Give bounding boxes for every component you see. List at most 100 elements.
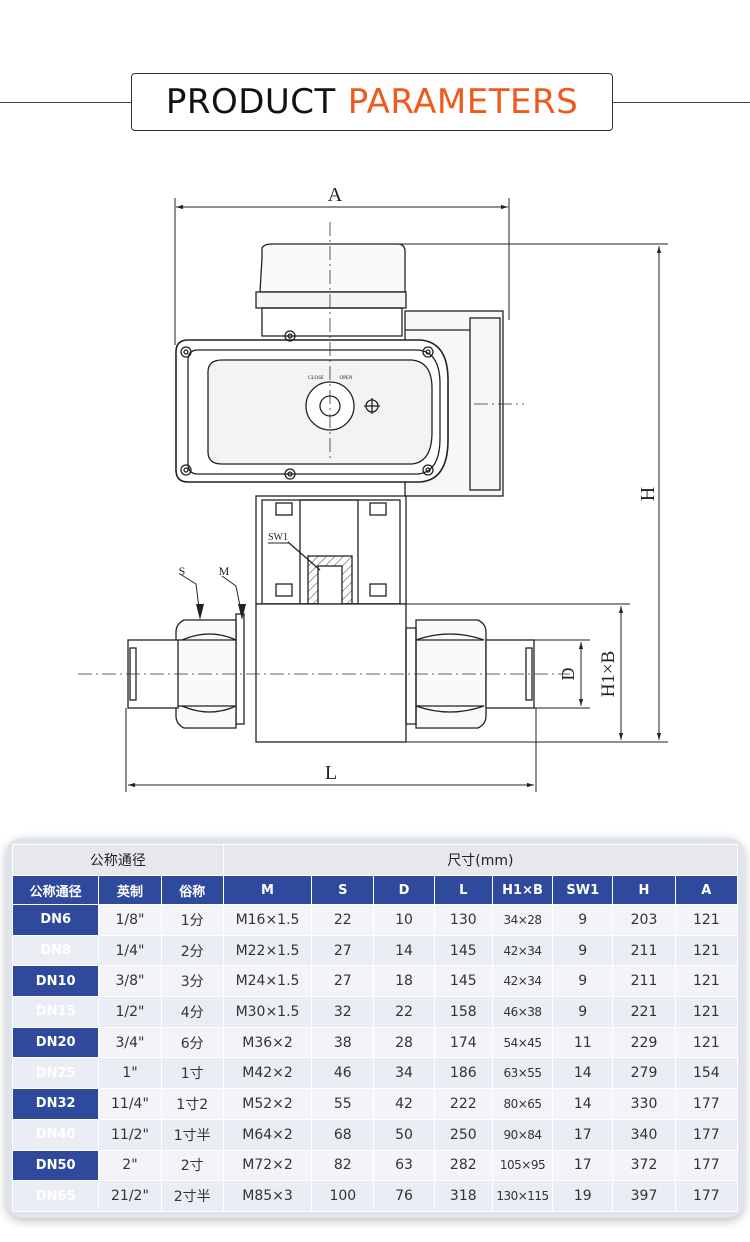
cell-s: 22	[311, 904, 375, 936]
cell-common: 6分	[160, 1026, 224, 1059]
cell-common: 3分	[160, 965, 224, 998]
cell-m: M30×1.5	[222, 996, 313, 1028]
col-header-sw1: SW1	[552, 875, 614, 905]
cell-m: M16×1.5	[222, 904, 313, 936]
cell-d: 50	[373, 1118, 435, 1151]
cell-d: 14	[373, 934, 435, 967]
cell-common: 1寸	[160, 1057, 224, 1090]
cell-common: 1寸2	[160, 1088, 224, 1120]
cell-h1b: 54×45	[491, 1026, 554, 1059]
cell-imperial: 1/4"	[98, 934, 162, 967]
cell-imperial: 2"	[98, 1149, 162, 1182]
cell-sw1: 9	[552, 996, 614, 1028]
col-header-s: S	[311, 875, 375, 905]
cell-common: 4分	[160, 996, 224, 1028]
cell-h1b: 42×34	[491, 934, 554, 967]
cell-sw1: 14	[552, 1057, 614, 1090]
cell-s: 32	[311, 996, 375, 1028]
cell-nominal: DN32	[11, 1088, 100, 1120]
cell-m: M24×1.5	[222, 965, 313, 998]
cell-imperial: 3/8"	[98, 965, 162, 998]
cell-s: 27	[311, 965, 375, 998]
cell-m: M22×1.5	[222, 934, 313, 967]
cell-s: 55	[311, 1088, 375, 1120]
cell-l: 145	[433, 934, 493, 967]
cell-sw1: 9	[552, 965, 614, 998]
cell-l: 318	[433, 1180, 493, 1212]
cell-d: 18	[373, 965, 435, 998]
cell-nominal: DN6	[11, 904, 100, 936]
cell-a: 177	[674, 1118, 739, 1151]
cell-sw1: 19	[552, 1180, 614, 1212]
cell-h: 330	[612, 1088, 676, 1120]
cell-h: 397	[612, 1180, 676, 1212]
group-header-nominal: 公称通径	[12, 844, 224, 876]
cell-nominal: DN25	[11, 1057, 100, 1090]
cell-imperial: 11/2"	[98, 1118, 162, 1151]
cell-sw1: 9	[552, 904, 614, 936]
cell-d: 42	[373, 1088, 435, 1120]
dim-label-a: A	[328, 184, 343, 206]
parameter-table-panel: 公称通径 尺寸(mm) 公称通径 英制 俗称 M S D L H1×B SW1 …	[6, 838, 744, 1218]
cell-d: 10	[373, 904, 435, 936]
cell-h: 211	[612, 965, 676, 998]
cell-a: 121	[674, 996, 739, 1028]
col-header-a: A	[674, 875, 739, 905]
cell-nominal: DN10	[11, 965, 100, 998]
col-header-nominal: 公称通径	[11, 875, 100, 905]
title-part-2: PARAMETERS	[347, 82, 579, 122]
cell-d: 22	[373, 996, 435, 1028]
cell-a: 177	[674, 1180, 739, 1212]
cell-h: 229	[612, 1026, 676, 1059]
cell-m: M64×2	[222, 1118, 313, 1151]
cell-s: 38	[311, 1026, 375, 1059]
cell-d: 34	[373, 1057, 435, 1090]
cell-imperial: 21/2"	[98, 1180, 162, 1212]
cell-nominal: DN50	[11, 1149, 100, 1182]
cell-s: 27	[311, 934, 375, 967]
cell-h1b: 130×115	[491, 1180, 554, 1212]
cell-s: 100	[311, 1180, 375, 1212]
col-header-h: H	[612, 875, 676, 905]
cell-a: 177	[674, 1088, 739, 1120]
valve-technical-drawing: A H H1×B D L S M SW1 CLOSE OPEN	[78, 184, 668, 792]
cell-d: 63	[373, 1149, 435, 1182]
col-header-d: D	[373, 875, 435, 905]
dim-label-s: S	[179, 564, 186, 578]
cell-h1b: 90×84	[491, 1118, 554, 1151]
cell-a: 121	[674, 904, 739, 936]
cell-m: M42×2	[222, 1057, 313, 1090]
dim-label-d: D	[558, 668, 578, 681]
cell-h: 372	[612, 1149, 676, 1182]
cell-a: 121	[674, 934, 739, 967]
cell-nominal: DN15	[11, 996, 100, 1028]
indicator-label-close: CLOSE	[308, 376, 324, 381]
group-header-size: 尺寸(mm)	[222, 844, 739, 876]
cell-h1b: 80×65	[491, 1088, 554, 1120]
col-header-common: 俗称	[160, 875, 224, 905]
cell-m: M52×2	[222, 1088, 313, 1120]
cell-h1b: 105×95	[491, 1149, 554, 1182]
dim-label-m: M	[219, 564, 230, 578]
cell-d: 28	[373, 1026, 435, 1059]
cell-m: M36×2	[222, 1026, 313, 1059]
cell-h1b: 42×34	[491, 965, 554, 998]
cell-common: 1分	[160, 904, 224, 936]
cell-imperial: 11/4"	[98, 1088, 162, 1120]
cell-nominal: DN8	[11, 934, 100, 967]
cell-a: 121	[674, 965, 739, 998]
cell-common: 2分	[160, 934, 224, 967]
cell-sw1: 9	[552, 934, 614, 967]
cell-a: 177	[674, 1149, 739, 1182]
dim-label-l: L	[325, 762, 337, 784]
col-header-h1b: H1×B	[491, 875, 554, 905]
parameter-table: 公称通径 尺寸(mm) 公称通径 英制 俗称 M S D L H1×B SW1 …	[11, 844, 739, 1212]
indicator-label-open: OPEN	[339, 376, 352, 381]
cell-s: 82	[311, 1149, 375, 1182]
